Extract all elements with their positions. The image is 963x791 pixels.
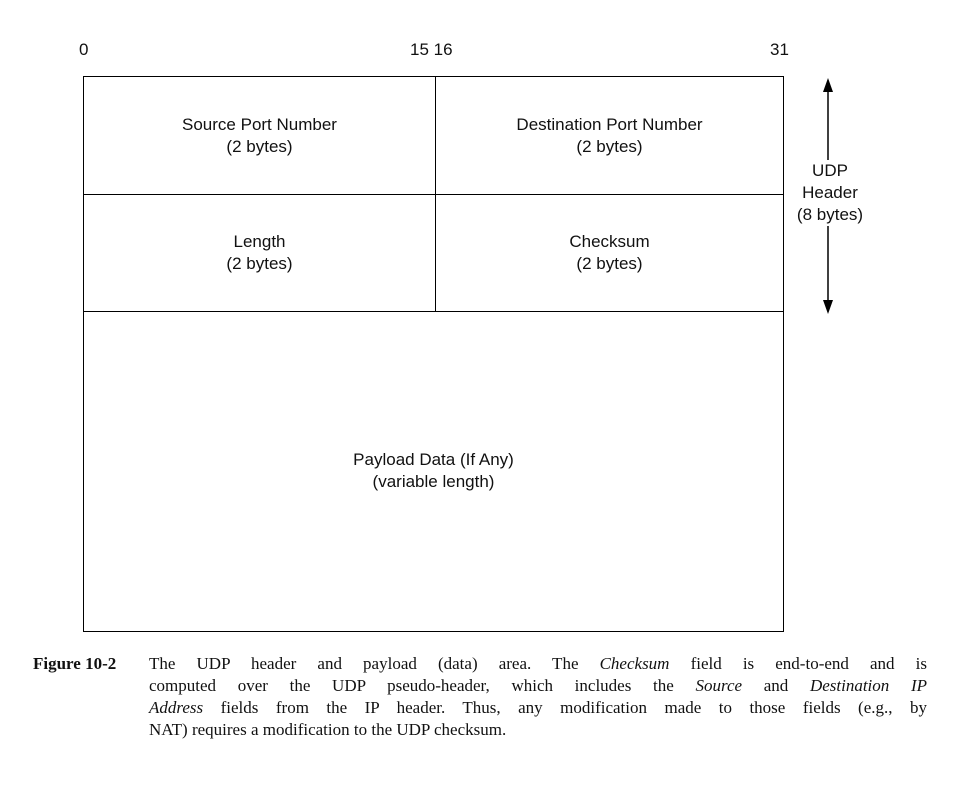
caption-italic-term: Address [149,698,204,717]
caption-italic-term: Source [695,676,743,695]
payload-field: Payload Data (If Any) (variable length) [84,311,783,631]
field-size: (2 bytes) [576,136,643,156]
field-name: Length [233,231,286,251]
field-size: (2 bytes) [226,136,293,156]
field-name: Payload Data (If Any) [353,450,514,469]
header-label-line: Header [802,183,858,202]
caption-line: NAT) requires a modification to the UDP … [149,720,507,739]
header-label-line: UDP [812,161,848,180]
header-label-line: (8 bytes) [796,205,864,224]
length-field: Length (2 bytes) [84,194,435,311]
caption-line: Address fields from the IP header. Thus,… [149,698,927,717]
field-name: Checksum [569,231,650,251]
caption-line: The UDP header and payload (data) area. … [149,654,927,673]
caption-line: computed over the UDP pseudo-header, whi… [149,676,928,695]
bit-label-0: 0 [79,40,89,59]
caption-text: The UDP header and payload (data) area. … [149,653,927,741]
source-port-field: Source Port Number (2 bytes) [84,77,435,194]
column-divider [435,77,436,311]
row-divider [84,311,783,312]
caption-italic-term: Checksum [599,654,670,673]
field-name: Destination Port Number [516,114,703,134]
figure-number: Figure 10-2 [33,654,117,673]
field-name: Source Port Number [182,114,337,134]
bit-label-31: 31 [770,40,789,59]
udp-header-label: UDP Header (8 bytes) [790,160,870,226]
bit-label-15-16: 15 16 [410,40,453,59]
checksum-field: Checksum (2 bytes) [435,194,784,311]
destination-port-field: Destination Port Number (2 bytes) [435,77,784,194]
udp-packet-diagram: Source Port Number (2 bytes) Destination… [83,76,784,632]
field-size: (2 bytes) [226,253,293,273]
field-size: (variable length) [372,472,495,491]
udp-header-annotation: UDP Header (8 bytes) [790,78,870,314]
field-size: (2 bytes) [576,253,643,273]
caption-italic-term: Destination IP [809,676,928,695]
row-divider [84,194,783,195]
